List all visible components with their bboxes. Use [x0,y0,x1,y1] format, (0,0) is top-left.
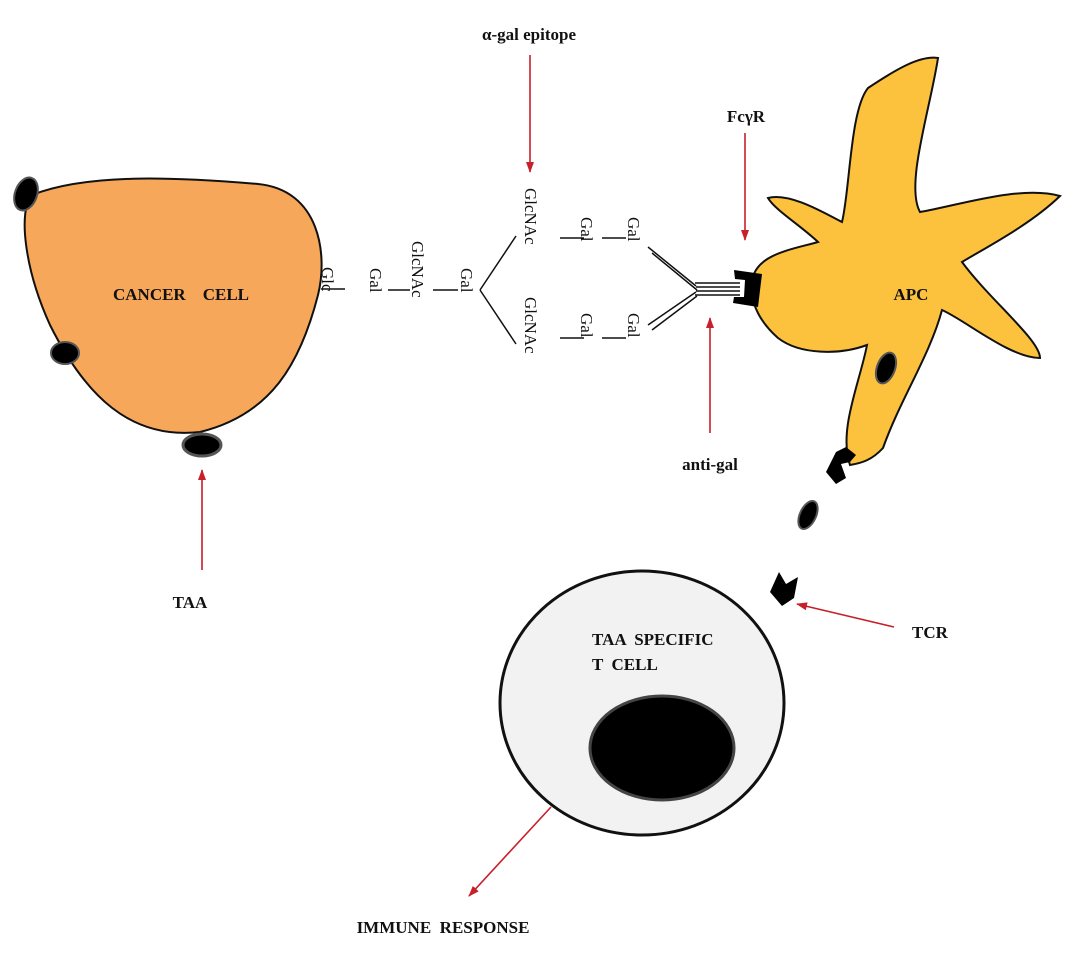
tcr-label: TCR [912,623,949,642]
apc-antigen [874,351,898,385]
fcgr-label: FcγR [727,107,766,126]
sugar-gal-1: Gal [366,268,385,293]
sugar-gal-2: Gal [457,268,476,293]
sugar-glc: Glc [318,267,337,292]
sugar-glcnac-upper: GlcNAc [521,188,540,245]
apc-cell [750,56,1062,467]
presented-antigen [797,499,819,531]
anti-gal-label: anti-gal [682,455,738,474]
sugar-glcnac-lower: GlcNAc [521,297,540,354]
sugar-gal-upper-2: Gal [624,217,643,242]
taa-antigen-bottom [181,432,223,458]
glycan-chain: Glc Gal GlcNAc Gal GlcNAc Gal Gal GlcNAc… [318,188,643,354]
taa-antigen-left [50,341,80,365]
tcr-receptor [770,572,798,606]
immune-response-pointer [468,806,552,897]
tcr-pointer [796,602,895,628]
t-cell-label-line1: TAA SPECIFIC [592,630,714,649]
sugar-gal-lower-2: Gal [624,313,643,338]
cancer-cell [23,177,323,434]
apc-mhc-receptor [826,447,856,484]
apc-label: APC [894,285,929,304]
t-cell-label-line2: T CELL [592,655,658,674]
sugar-gal-upper-1: Gal [577,217,596,242]
fcgr-receptor [733,270,762,307]
cancer-cell-label: CANCER CELL [113,285,249,304]
immune-response-label: IMMUNE RESPONSE [357,918,530,937]
alpha-gal-epitope-label: α-gal epitope [482,25,576,44]
sugar-gal-lower-1: Gal [577,313,596,338]
taa-antigen-top [13,176,39,212]
t-cell-nucleus [588,694,736,802]
taa-label: TAA [173,593,208,612]
sugar-glcnac-1: GlcNAc [408,241,427,298]
anti-gal-antibody [647,246,740,331]
